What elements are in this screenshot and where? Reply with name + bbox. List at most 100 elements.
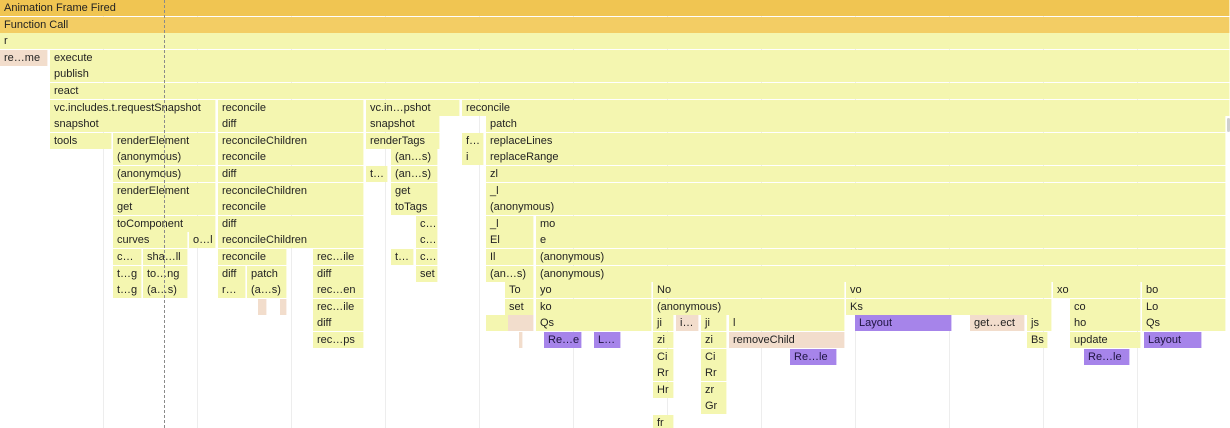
flame-frame[interactable]: bo bbox=[1142, 282, 1226, 299]
flame-frame[interactable]: vc.in…pshot bbox=[366, 99, 460, 116]
flame-frame[interactable]: react bbox=[50, 83, 1230, 99]
flame-frame[interactable] bbox=[519, 332, 523, 348]
flame-frame[interactable]: get bbox=[391, 182, 438, 199]
flame-frame[interactable]: Lo bbox=[1142, 298, 1226, 315]
flame-frame[interactable]: r… bbox=[218, 282, 246, 299]
flame-frame[interactable]: To bbox=[505, 282, 534, 299]
flame-frame[interactable]: diff bbox=[313, 315, 364, 332]
flame-frame[interactable]: reconcile bbox=[218, 149, 364, 166]
flame-frame[interactable]: diff bbox=[218, 166, 364, 182]
flame-frame[interactable]: tools bbox=[50, 132, 112, 149]
flame-frame[interactable]: t… bbox=[366, 166, 388, 182]
flame-frame[interactable]: removeChild bbox=[729, 332, 845, 348]
flame-frame[interactable]: snapshot bbox=[50, 116, 216, 133]
flame-frame[interactable]: (anonymous) bbox=[486, 199, 1226, 216]
flame-frame[interactable]: (a…s) bbox=[143, 282, 188, 299]
flame-frame[interactable]: c… bbox=[416, 232, 438, 249]
flame-frame[interactable]: replaceLines bbox=[486, 132, 1226, 149]
flame-frame[interactable]: zi bbox=[701, 332, 727, 348]
flame-frame[interactable]: patch bbox=[486, 116, 1226, 133]
scrollbar-thumb[interactable] bbox=[1227, 118, 1230, 132]
flame-frame[interactable]: curves bbox=[113, 232, 188, 249]
flame-frame[interactable]: set bbox=[505, 298, 534, 315]
flame-frame[interactable]: c… bbox=[113, 249, 142, 265]
flame-frame[interactable]: zr bbox=[701, 381, 727, 398]
flame-frame[interactable]: yo bbox=[536, 282, 652, 299]
flame-frame[interactable]: Qs bbox=[1142, 315, 1226, 332]
flame-frame[interactable]: reconcileChildren bbox=[218, 182, 364, 199]
flame-frame[interactable]: Rr bbox=[653, 365, 674, 382]
flame-frame[interactable]: rec…en bbox=[313, 282, 364, 299]
flame-frame[interactable]: ko bbox=[536, 298, 652, 315]
flame-frame[interactable]: get…ect bbox=[970, 315, 1025, 332]
flame-frame[interactable]: Animation Frame Fired bbox=[0, 0, 1230, 16]
flame-frame[interactable]: zl bbox=[486, 166, 1226, 182]
flame-frame[interactable]: l bbox=[729, 315, 845, 332]
flame-frame[interactable]: diff bbox=[218, 215, 364, 232]
flame-frame[interactable]: Re…e bbox=[544, 332, 582, 348]
flame-frame[interactable]: vo bbox=[846, 282, 1052, 299]
flame-frame[interactable]: Ks bbox=[846, 298, 1052, 315]
flame-frame[interactable]: t… bbox=[391, 249, 414, 265]
flame-frame[interactable]: (a…s) bbox=[247, 282, 287, 299]
flame-frame[interactable]: rec…ps bbox=[313, 332, 364, 348]
flame-frame[interactable]: toTags bbox=[391, 199, 438, 216]
flame-frame[interactable]: Re…le bbox=[790, 348, 837, 365]
flame-frame[interactable]: reconcileChildren bbox=[218, 132, 364, 149]
flame-frame[interactable]: diff bbox=[218, 265, 246, 282]
flame-frame[interactable]: renderTags bbox=[366, 132, 440, 149]
flame-frame[interactable]: No bbox=[653, 282, 845, 299]
flame-frame[interactable]: t…g bbox=[113, 265, 142, 282]
flame-frame[interactable]: c… bbox=[416, 215, 438, 232]
flame-frame[interactable]: co bbox=[1070, 298, 1141, 315]
flame-frame[interactable]: Gr bbox=[701, 398, 727, 415]
flame-frame[interactable] bbox=[258, 298, 267, 315]
flame-frame[interactable]: execute bbox=[50, 49, 1230, 66]
flame-frame[interactable]: (anonymous) bbox=[536, 249, 1226, 265]
flame-frame[interactable]: ho bbox=[1070, 315, 1141, 332]
flame-frame[interactable]: Layout bbox=[1144, 332, 1202, 348]
flame-frame[interactable]: ji bbox=[701, 315, 727, 332]
flame-frame[interactable]: i… bbox=[676, 315, 699, 332]
flame-frame[interactable]: (an…s) bbox=[391, 149, 438, 166]
flame-frame[interactable]: Hr bbox=[653, 381, 674, 398]
flame-frame[interactable]: reconcile bbox=[218, 249, 287, 265]
flame-frame[interactable]: publish bbox=[50, 66, 1230, 83]
flame-frame[interactable]: Ci bbox=[701, 348, 727, 365]
flame-frame[interactable]: t…g bbox=[113, 282, 142, 299]
flame-frame[interactable]: L… bbox=[594, 332, 621, 348]
flame-frame[interactable]: fr bbox=[653, 415, 674, 428]
flame-frame[interactable]: to…ng bbox=[143, 265, 188, 282]
flame-frame[interactable]: Il bbox=[486, 249, 534, 265]
flame-frame[interactable]: c… bbox=[416, 249, 438, 265]
flame-frame[interactable]: f… bbox=[462, 132, 484, 149]
flame-frame[interactable]: _l bbox=[486, 215, 534, 232]
flame-frame[interactable]: rec…ile bbox=[313, 298, 364, 315]
flame-frame[interactable]: reconcile bbox=[218, 99, 364, 116]
flame-frame[interactable]: (anonymous) bbox=[536, 265, 1226, 282]
flame-frame[interactable]: patch bbox=[247, 265, 287, 282]
flame-frame[interactable]: snapshot bbox=[366, 116, 440, 133]
flame-frame[interactable]: Ci bbox=[653, 348, 674, 365]
flame-frame[interactable]: (anonymous) bbox=[653, 298, 845, 315]
flame-frame[interactable]: zi bbox=[653, 332, 674, 348]
flame-frame[interactable] bbox=[508, 315, 534, 332]
flame-frame[interactable]: o…l bbox=[189, 232, 216, 249]
flame-frame[interactable]: ji bbox=[653, 315, 674, 332]
flame-frame[interactable]: Function Call bbox=[0, 16, 1230, 33]
flame-frame[interactable]: re…me bbox=[0, 49, 48, 66]
flame-frame[interactable]: r bbox=[0, 33, 1230, 50]
flame-frame[interactable]: reconcile bbox=[462, 99, 1230, 116]
flame-frame[interactable]: diff bbox=[313, 265, 364, 282]
flame-frame[interactable]: set bbox=[416, 265, 438, 282]
flame-frame[interactable]: js bbox=[1027, 315, 1052, 332]
flame-frame[interactable]: Re…le bbox=[1084, 348, 1130, 365]
flame-frame[interactable]: diff bbox=[218, 116, 364, 133]
flame-frame[interactable]: mo bbox=[536, 215, 1226, 232]
flame-frame[interactable] bbox=[280, 298, 287, 315]
flame-frame[interactable]: _l bbox=[486, 182, 1226, 199]
flame-frame[interactable]: vc.includes.t.requestSnapshot bbox=[50, 99, 216, 116]
flame-frame[interactable]: Layout bbox=[855, 315, 952, 332]
flame-frame[interactable]: Rr bbox=[701, 365, 727, 382]
